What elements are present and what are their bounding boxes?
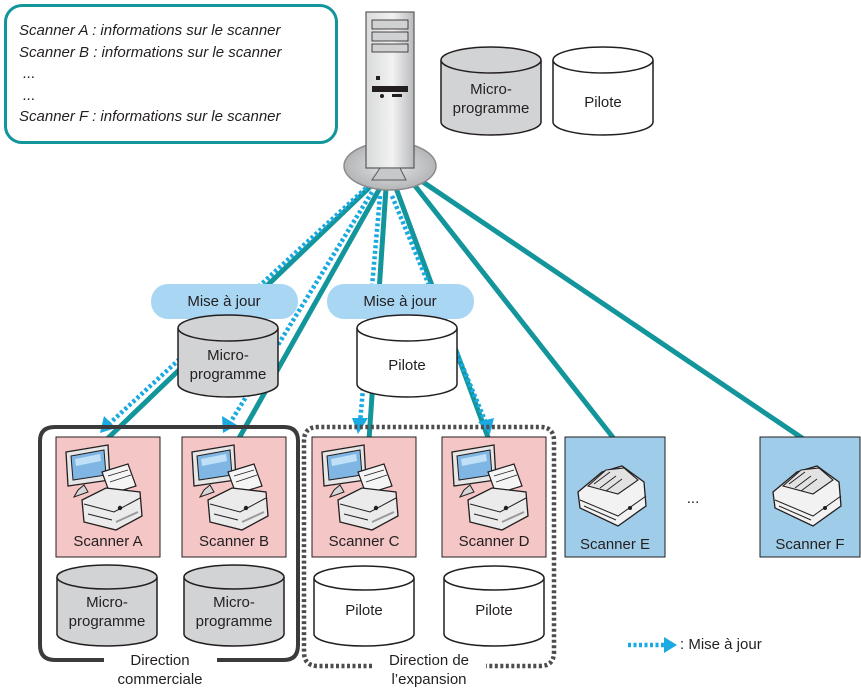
update-badge-driver-label: Mise à jour [363,293,437,310]
scanner-d-label: Scanner D [458,533,530,550]
group-frame-direction-commerciale [38,425,300,662]
scanner-f-label: Scanner F [775,536,845,553]
info-line: Scanner B : informations sur le scanner [19,43,282,61]
scanner-d-driver-label: Pilote [475,602,513,619]
scanner-info-box: Scanner A : informations sur le scanner … [4,4,338,144]
scanner-a-firmware-disk [56,564,158,647]
server-firmware-label: Micro-programme [452,81,530,117]
info-line: ... [23,86,36,104]
distributed-driver-label: Pilote [388,357,426,374]
scanner-a-label: Scanner A [73,533,143,550]
legend-update-label: : Mise à jour [680,636,762,653]
line-to-scanner-f [417,177,808,443]
info-line: ... [23,65,36,82]
update-arrow-a [108,186,368,425]
server-driver-label: Pilote [584,94,622,111]
scanner-c-driver-disk [313,565,415,647]
scanner-b-label: Scanner B [198,533,270,550]
update-badge-driver [327,284,474,319]
scanner-c-label: Scanner C [328,533,400,550]
info-line: Scanner A : informations sur le scanner [19,22,281,39]
update-badge-firmware [151,284,298,319]
distribution-lines [103,177,808,443]
server-driver-disk [552,46,654,136]
line-to-scanner-b [235,185,383,443]
scanner-c-driver-label: Pilote [345,602,383,619]
more-scanners-ellipsis: ... [686,490,700,507]
server-tower-icon [365,11,415,181]
distributed-firmware-label: Micro-programme [189,347,267,383]
scanner-b-firmware-disk [183,564,285,647]
update-arrowheads [100,416,494,434]
scanner-a-firmware-label: Micro-programme [68,594,146,630]
update-badge-firmware-label: Mise à jour [187,293,261,310]
server-firmware-disk [440,46,542,136]
distributed-firmware-disk [177,314,279,398]
scanner-b-firmware-label: Micro-programme [195,594,273,630]
legend-update-arrow-icon [628,637,677,653]
line-to-scanner-e [409,179,618,443]
scanner-e-label: Scanner E [579,536,651,553]
info-line: Scanner F : informations sur le scanner [19,108,281,125]
distributed-driver-disk [356,314,458,398]
scanner-d-driver-disk [443,565,545,647]
